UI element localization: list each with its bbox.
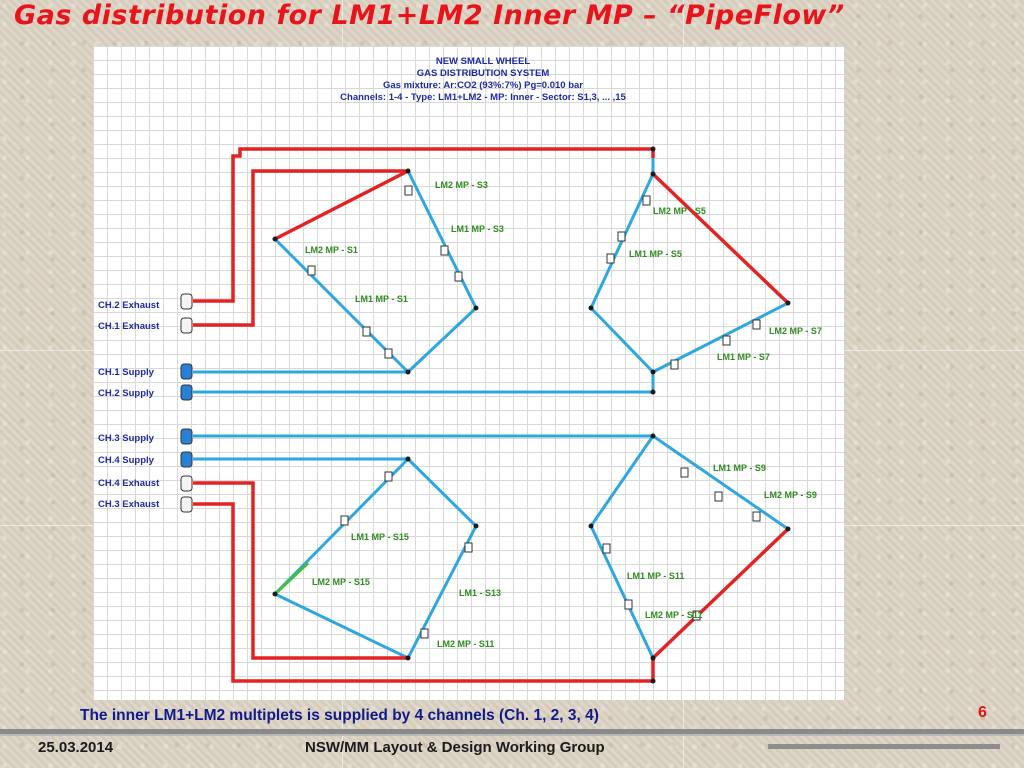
sector-label: LM1 MP - S1 bbox=[355, 294, 408, 304]
exhaust-pipe-s5-s7 bbox=[651, 172, 790, 305]
junction-node bbox=[405, 369, 411, 375]
sector-label: LM2 MP - S7 bbox=[769, 326, 822, 336]
sector-label: LM1 MP - S5 bbox=[629, 249, 682, 259]
channel-label: CH.2 Supply bbox=[98, 388, 155, 399]
junction-node bbox=[785, 526, 791, 532]
valve-icon bbox=[606, 253, 615, 264]
channel-connector-icon bbox=[180, 475, 193, 492]
channel-connector-icon bbox=[180, 428, 193, 445]
channel-connector-icon bbox=[180, 451, 193, 468]
junction-node bbox=[405, 655, 411, 661]
valve-icon bbox=[642, 195, 651, 206]
sector-label: LM2 MP - S11 bbox=[437, 639, 494, 649]
valve-icon bbox=[307, 265, 316, 276]
channel-label: CH.3 Supply bbox=[98, 433, 155, 444]
sector-label: LM2 MP - S11 bbox=[645, 610, 702, 620]
valve-icon bbox=[692, 610, 701, 621]
channel-label: CH.4 Supply bbox=[98, 455, 155, 466]
channel-connector-icon bbox=[180, 293, 193, 310]
diagram-header-line: Gas mixture: Ar:CO2 (93%:7%) Pg=0.010 ba… bbox=[383, 80, 583, 91]
channel-label: CH.3 Exhaust bbox=[98, 499, 160, 510]
valve-icon bbox=[670, 359, 679, 370]
valve-icon bbox=[454, 271, 463, 282]
page-number: 6 bbox=[978, 704, 987, 721]
module-pipe-s9 bbox=[652, 434, 789, 531]
sector-label: LM2 MP - S5 bbox=[653, 206, 706, 216]
junction-node bbox=[405, 456, 411, 462]
footer-decoration bbox=[768, 744, 1000, 749]
junction-node bbox=[650, 146, 656, 152]
channel-connector-icon bbox=[180, 363, 193, 380]
sector-label: LM2 MP - S15 bbox=[312, 577, 370, 587]
junction-node bbox=[272, 591, 278, 597]
module-pipe-s15-green bbox=[273, 561, 310, 596]
channel-connector-icon bbox=[180, 317, 193, 334]
diagram-header-line: GAS DISTRIBUTION SYSTEM bbox=[417, 68, 550, 79]
junction-node bbox=[473, 305, 479, 311]
valve-icon bbox=[440, 245, 449, 256]
junction-node bbox=[650, 389, 656, 395]
exhaust-pipe-ch1 bbox=[193, 169, 408, 327]
valve-icon bbox=[617, 231, 626, 242]
slide-caption: The inner LM1+LM2 multiplets is supplied… bbox=[80, 707, 599, 724]
sector-label: LM1 MP - S11 bbox=[627, 571, 684, 581]
sector-label: LM2 MP - S3 bbox=[435, 180, 488, 190]
junction-node bbox=[650, 171, 656, 177]
module-pipe-s11 bbox=[589, 435, 655, 659]
valve-icon bbox=[362, 326, 371, 337]
junction-node bbox=[785, 300, 791, 306]
diagram-header-line: Channels: 1-4 - Type: LM1+LM2 - MP: Inne… bbox=[340, 92, 626, 103]
channel-connector-icon bbox=[180, 496, 193, 513]
sector-label: LM2 MP - S9 bbox=[764, 490, 817, 500]
sector-label: LM1 MP - S9 bbox=[713, 463, 766, 473]
junction-node bbox=[650, 678, 656, 684]
valve-icon bbox=[714, 491, 723, 502]
valve-icon bbox=[752, 511, 761, 522]
exhaust-pipe-ch3 bbox=[193, 502, 655, 683]
channel-connector-icon bbox=[180, 384, 193, 401]
module-pipe-s3 bbox=[406, 170, 478, 374]
valve-icon bbox=[602, 543, 611, 554]
footer-group-name: NSW/MM Layout & Design Working Group bbox=[305, 739, 605, 756]
junction-node bbox=[405, 168, 411, 174]
channel-label: CH.4 Exhaust bbox=[98, 478, 160, 489]
valve-icon bbox=[464, 542, 473, 553]
valve-icon bbox=[752, 319, 761, 330]
exhaust-pipe-ch4 bbox=[193, 481, 408, 660]
sector-label: LM1 - S13 bbox=[459, 588, 501, 598]
diagram-header-line: NEW SMALL WHEEL bbox=[436, 56, 530, 67]
pipeflow-schematic: NEW SMALL WHEEL GAS DISTRIBUTION SYSTEM … bbox=[98, 56, 822, 684]
channel-label: CH.1 Supply bbox=[98, 367, 155, 378]
sector-label: LM1 MP - S3 bbox=[451, 224, 504, 234]
junction-node bbox=[650, 655, 656, 661]
junction-node bbox=[650, 369, 656, 375]
junction-node bbox=[588, 523, 594, 529]
footer-divider bbox=[0, 734, 1024, 736]
module-pipe-s13 bbox=[406, 457, 478, 659]
valve-icon bbox=[624, 599, 633, 610]
valve-icon bbox=[340, 515, 349, 526]
exhaust-pipe-s3-s1 bbox=[274, 169, 409, 241]
junction-node bbox=[272, 236, 278, 242]
valve-icon bbox=[384, 471, 393, 482]
valve-icon bbox=[722, 335, 731, 346]
module-pipe-s11-lower bbox=[274, 592, 409, 660]
valve-icon bbox=[404, 185, 413, 196]
junction-node bbox=[588, 305, 594, 311]
footer-date: 25.03.2014 bbox=[38, 739, 114, 756]
junction-node bbox=[473, 523, 479, 529]
valve-icon bbox=[680, 467, 689, 478]
channel-label: CH.1 Exhaust bbox=[98, 321, 160, 332]
valve-icon bbox=[384, 348, 393, 359]
exhaust-pipe-s9-s11 bbox=[651, 527, 790, 660]
sector-label: LM1 MP - S15 bbox=[351, 532, 409, 542]
sector-label: LM2 MP - S1 bbox=[305, 245, 358, 255]
channel-label: CH.2 Exhaust bbox=[98, 300, 160, 311]
valve-icon bbox=[420, 628, 429, 639]
gas-distribution-diagram: NEW SMALL WHEEL GAS DISTRIBUTION SYSTEM … bbox=[93, 46, 844, 700]
footer-divider bbox=[0, 729, 1024, 734]
junction-node bbox=[650, 433, 656, 439]
sector-label: LM1 MP - S7 bbox=[717, 352, 770, 362]
slide-title: Gas distribution for LM1+LM2 Inner MP – … bbox=[14, 0, 845, 31]
